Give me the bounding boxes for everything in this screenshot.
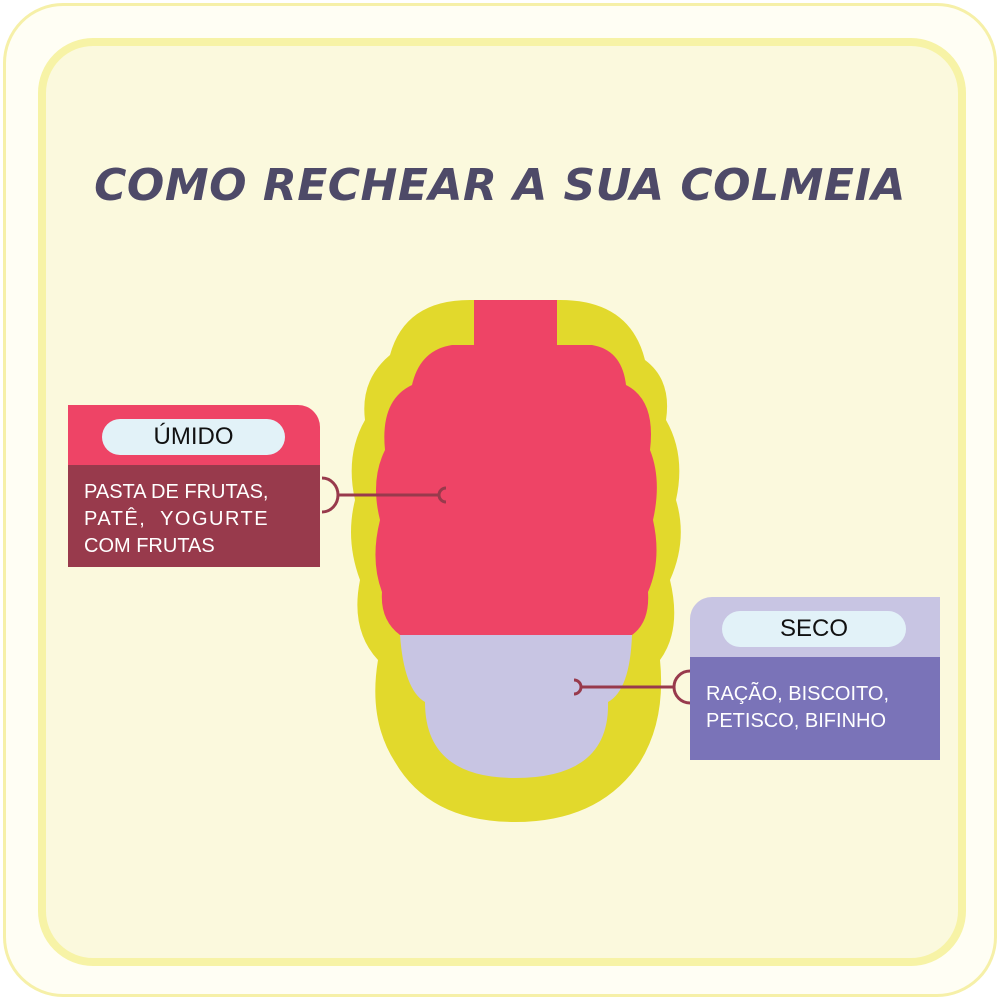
dry-line: PETISCO, BIFINHO [706, 710, 887, 732]
dry-line: RAÇÃO, BISCOITO, [706, 683, 889, 705]
wet-line: PASTA DE FRUTAS, [84, 481, 269, 503]
dry-label: SECO [722, 611, 906, 647]
wet-line: PATÊ, YOGURTE [84, 508, 270, 530]
dry-card-header: SECO [690, 597, 940, 657]
dry-info-card: SECO RAÇÃO, BISCOITO, PETISCO, BIFINHO [690, 597, 940, 760]
wet-connector [321, 476, 447, 514]
wet-label: ÚMIDO [102, 419, 285, 455]
dry-card-body: RAÇÃO, BISCOITO, PETISCO, BIFINHO [690, 657, 940, 760]
dry-filling [400, 635, 632, 778]
wet-filling [375, 300, 657, 635]
dry-connector [573, 669, 691, 705]
page-title: COMO RECHEAR A SUA COLMEIA [94, 160, 906, 211]
wet-line: COM FRUTAS [84, 535, 215, 557]
wet-card-header: ÚMIDO [68, 405, 320, 465]
wet-info-card: ÚMIDO PASTA DE FRUTAS, PATÊ, YOGURTE COM… [68, 405, 320, 567]
wet-card-body: PASTA DE FRUTAS, PATÊ, YOGURTE COM FRUTA… [68, 465, 320, 567]
